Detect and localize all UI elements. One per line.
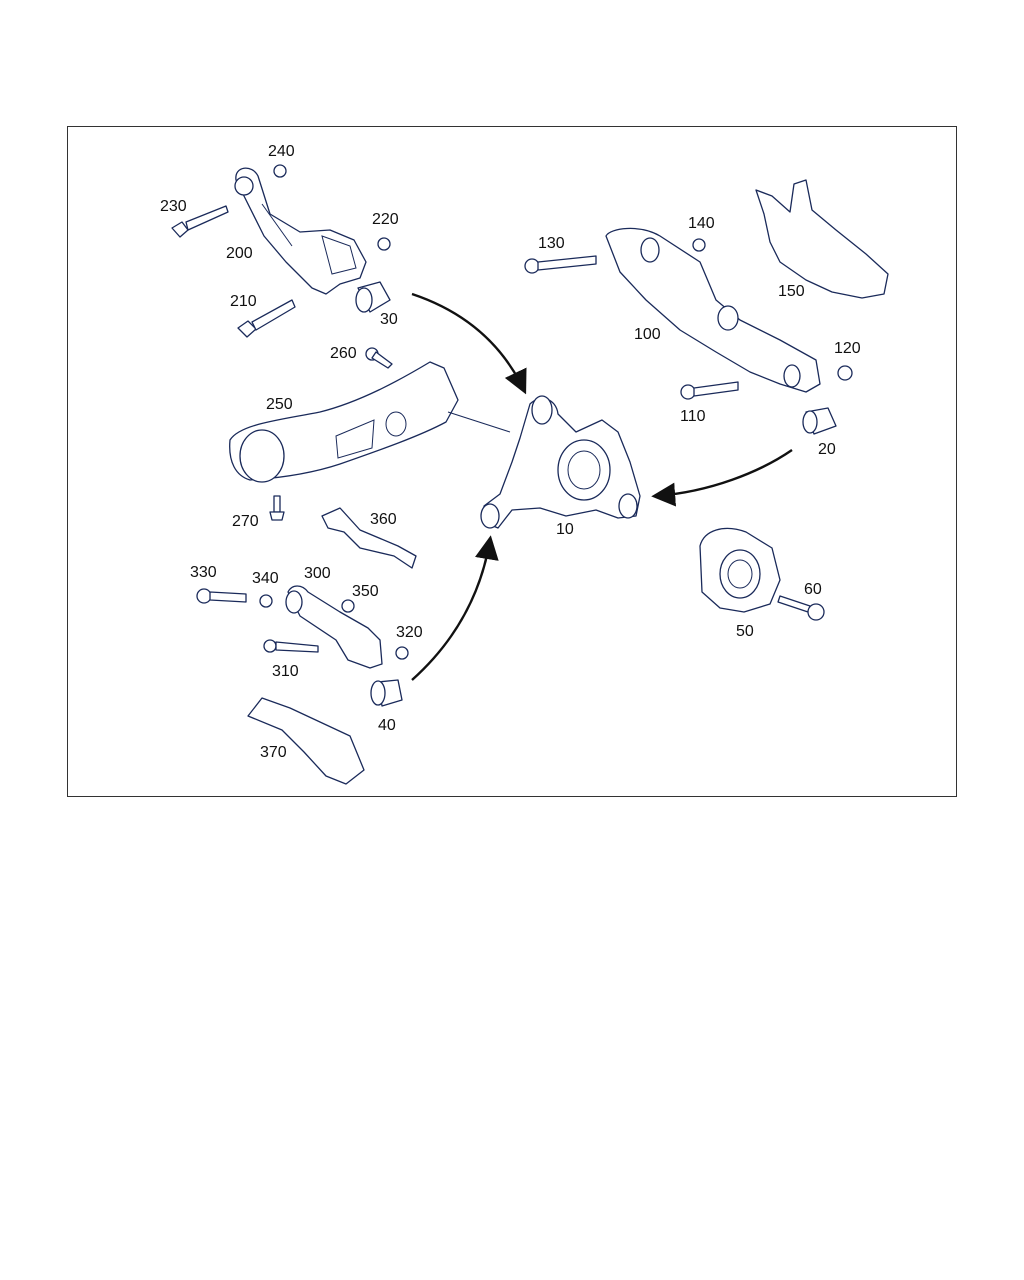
label-220: 220 <box>372 211 399 228</box>
label-270: 270 <box>232 513 259 530</box>
part-360-bracket <box>321 507 417 569</box>
arrow-40-to-knuckle <box>411 535 499 681</box>
part-110-bolt <box>680 381 739 400</box>
part-340-washer <box>259 594 273 608</box>
label-240: 240 <box>268 143 295 160</box>
label-110: 110 <box>680 408 706 425</box>
label-370: 370 <box>260 744 287 761</box>
label-260: 260 <box>330 345 357 362</box>
label-40: 40 <box>378 717 396 734</box>
diagram-frame <box>67 126 957 797</box>
part-240-nut <box>273 164 287 178</box>
part-210-bolt <box>237 299 296 338</box>
label-360: 360 <box>370 511 397 528</box>
label-140: 140 <box>688 215 715 232</box>
label-300: 300 <box>304 565 331 582</box>
part-230-bolt <box>171 205 229 238</box>
label-20: 20 <box>818 441 836 458</box>
label-350: 350 <box>352 583 379 600</box>
part-150-shield <box>755 179 889 299</box>
label-100: 100 <box>634 326 661 343</box>
label-10: 10 <box>556 521 574 538</box>
label-60: 60 <box>804 581 822 598</box>
part-50-hub <box>699 527 781 613</box>
label-50: 50 <box>736 623 754 640</box>
part-130-bolt <box>524 255 597 274</box>
label-230: 230 <box>160 198 187 215</box>
label-340: 340 <box>252 570 279 587</box>
label-30: 30 <box>380 311 398 328</box>
arrow-20-to-knuckle <box>651 449 793 507</box>
part-220-nut <box>377 237 391 251</box>
part-20-bushing <box>802 407 837 435</box>
part-260-bolt <box>365 347 393 369</box>
label-210: 210 <box>230 293 257 310</box>
label-320: 320 <box>396 624 423 641</box>
label-120: 120 <box>834 340 861 357</box>
leader-line <box>447 411 511 433</box>
part-370-cover <box>247 697 365 785</box>
label-250: 250 <box>266 396 293 413</box>
part-40-bushing <box>370 679 403 707</box>
part-30-bushing <box>355 281 391 313</box>
part-120-nut <box>837 365 853 381</box>
label-330: 330 <box>190 564 217 581</box>
part-200-upper-arm <box>234 167 367 295</box>
part-10-knuckle <box>480 395 641 529</box>
part-310-bolt <box>263 639 319 653</box>
part-320-nut <box>395 646 409 660</box>
part-300-link <box>285 585 383 669</box>
label-130: 130 <box>538 235 565 252</box>
arrow-30-to-knuckle <box>411 292 527 395</box>
label-200: 200 <box>226 245 253 262</box>
part-330-bolt <box>196 588 247 604</box>
part-250-lower-arm <box>229 361 459 483</box>
label-150: 150 <box>778 283 805 300</box>
label-310: 310 <box>272 663 299 680</box>
part-270-bolt <box>269 495 285 521</box>
part-100-trailing-arm <box>605 227 821 393</box>
part-350-nut <box>341 599 355 613</box>
part-60-bolt <box>777 595 825 621</box>
part-140-nut <box>692 238 706 252</box>
